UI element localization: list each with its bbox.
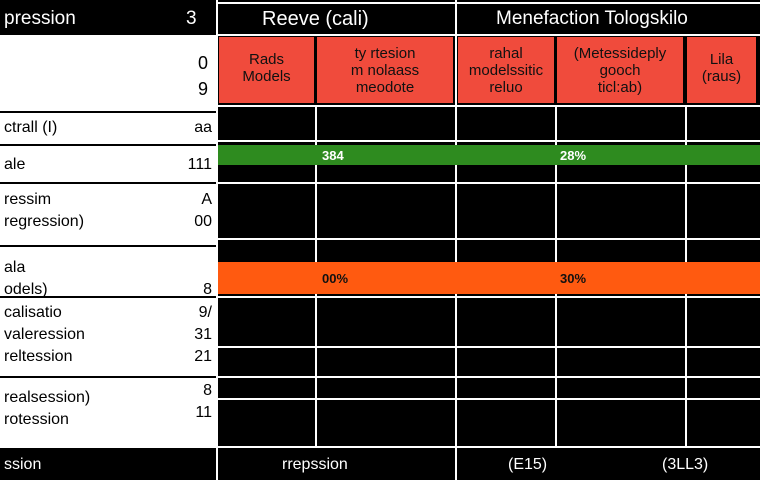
subheader-left-values: 0 9 <box>197 53 208 99</box>
grid-line <box>216 105 760 107</box>
subheader-cell-regression[interactable]: ty rtesion m nolaass meodote <box>317 37 453 103</box>
row-divider <box>0 245 216 247</box>
footer-label: rrepssion <box>282 456 348 473</box>
row-divider <box>0 111 216 113</box>
header-bottom-rule <box>216 34 760 36</box>
subheader-cell-lila[interactable]: Lila (raus) <box>687 37 756 103</box>
row-value: A 00 <box>194 191 212 230</box>
header-reeve: Reeve (cali) <box>262 8 369 30</box>
row-divider <box>0 376 216 378</box>
row-divider <box>0 144 216 146</box>
subheader-cell-metessideply[interactable]: (Metessideply gooch ticl:ab) <box>557 37 683 103</box>
subheader-cell-label: Rads Models <box>242 51 291 85</box>
row-label[interactable]: ctrall (I) <box>4 119 58 136</box>
grid-column-line <box>216 0 218 480</box>
grid-line <box>216 238 760 240</box>
footer-label: (E15) <box>508 456 548 473</box>
grid-line <box>216 140 760 142</box>
header-menefaction: Menefaction Tologskilo <box>496 8 688 29</box>
header-title: pression <box>4 8 76 29</box>
row-value: 8 11 <box>195 382 212 421</box>
subheader-cell-models[interactable]: Rads Models <box>219 37 314 103</box>
grid-line <box>216 398 760 400</box>
grid-line <box>216 376 760 378</box>
row-divider <box>0 296 216 298</box>
subheader-cell-label: ty rtesion m nolaass meodote <box>350 45 420 96</box>
grid-line <box>216 296 760 298</box>
row-value: 111 <box>187 156 212 173</box>
grid-line <box>216 182 760 184</box>
subheader-cell-rahal[interactable]: rahal modelssitic reluo <box>458 37 554 103</box>
bar-label: 00% <box>322 271 349 286</box>
grid-line <box>0 446 760 448</box>
subheader-cell-label: rahal modelssitic reluo <box>468 45 544 96</box>
row-label[interactable]: realsession) rotession <box>4 389 91 428</box>
row-value: 9/ 31 21 <box>194 304 212 365</box>
subheader-cell-label: Lila (raus) <box>701 51 742 85</box>
footer-label: ssion <box>4 456 42 473</box>
footer-label: (3LL3) <box>662 456 709 473</box>
bar-label: 384 <box>322 148 344 163</box>
row-label[interactable]: ressim regression) <box>4 191 85 230</box>
row-label[interactable]: calisatio valeression reltession <box>4 304 85 365</box>
row-value: 8 <box>203 281 212 298</box>
row-label[interactable]: ale <box>4 156 26 173</box>
row-label[interactable]: ala odels) <box>4 259 48 298</box>
progress-bar-green[interactable]: 384 28% <box>218 145 760 165</box>
row-divider <box>0 182 216 184</box>
bar-label: 28% <box>560 148 587 163</box>
bar-label: 30% <box>560 271 587 286</box>
grid-column-line <box>455 0 457 480</box>
grid-line <box>216 346 760 348</box>
subheader-cell-label: (Metessideply gooch ticl:ab) <box>573 45 667 96</box>
progress-bar-orange[interactable]: 00% 30% <box>218 262 760 294</box>
header-top-rule <box>216 2 760 4</box>
header-count: 3 <box>186 8 197 29</box>
row-value: aa <box>194 119 212 136</box>
